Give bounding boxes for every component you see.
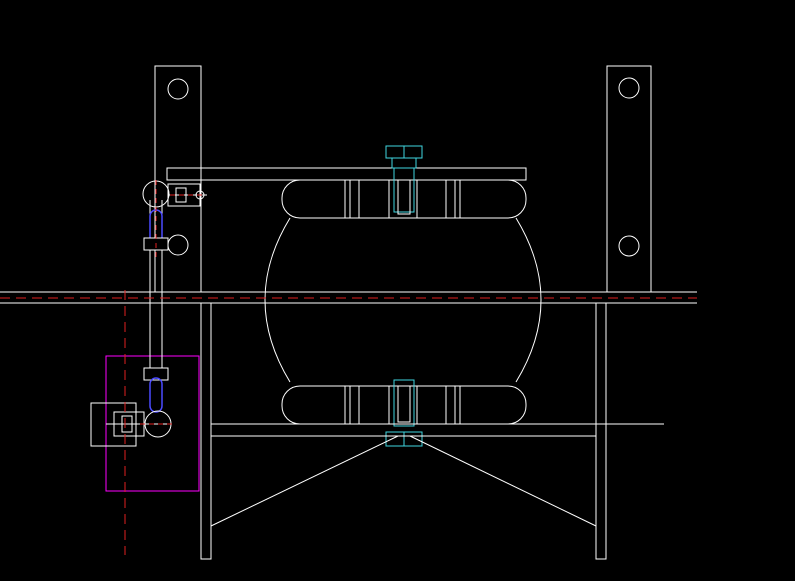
centerlines xyxy=(0,180,697,555)
lower-bead-clamps xyxy=(344,385,461,425)
upper-rod-end xyxy=(142,180,207,251)
base-frame-legs xyxy=(200,302,607,560)
right-upright-plate xyxy=(606,65,652,293)
top-center-bolt xyxy=(385,145,423,215)
lower-cross-brace xyxy=(210,423,664,527)
air-spring-bellows xyxy=(264,179,542,425)
top-mounting-plate xyxy=(166,167,527,181)
base-frame-beam xyxy=(0,291,697,304)
bottom-center-bolt xyxy=(385,379,423,447)
